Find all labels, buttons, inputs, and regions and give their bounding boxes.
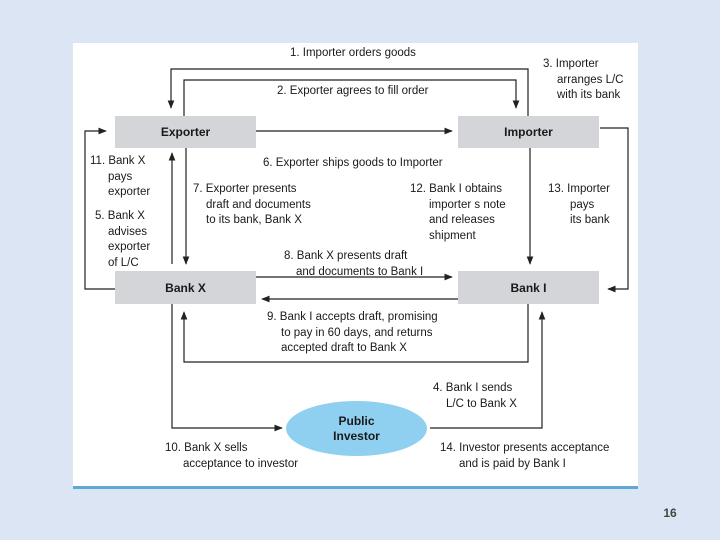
public-investor-oval: Public Investor (286, 401, 427, 456)
importer-label: Importer (504, 125, 553, 139)
step-9-label: 9. Bank I accepts draft, promising to pa… (267, 311, 438, 354)
step-13-label: 13. Importer pays its bank (548, 183, 610, 226)
bank-x-label: Bank X (165, 280, 206, 295)
step-11-label: 11. Bank X pays exporter (90, 155, 151, 198)
arrow-step-13 (600, 127, 629, 293)
importer-box: Importer (458, 116, 599, 148)
exporter-label: Exporter (160, 125, 211, 139)
investor-line-2: Investor (333, 428, 380, 443)
arrow-step-2 (183, 79, 520, 116)
arrow-step-14 (430, 311, 546, 429)
bank-i-label: Bank I (510, 280, 547, 295)
step-5-label: 5. Bank X advises exporter of L/C (95, 210, 151, 269)
investor-line-1: Public (338, 413, 375, 428)
step-6-label: 6. Exporter ships goods to Importer (263, 157, 443, 169)
step-12-label: 12. Bank I obtains importer s note and r… (410, 183, 506, 242)
step-10-label: 10. Bank X sells acceptance to investor (165, 442, 299, 470)
step-1-label: 1. Importer orders goods (290, 47, 416, 59)
panel-bottom-rule (73, 486, 638, 489)
step-2-label: 2. Exporter agrees to fill order (277, 85, 429, 97)
bank-x-box: Bank X (115, 271, 256, 304)
arrow-step-11 (84, 127, 115, 290)
step-4-label: 4. Bank I sends L/C to Bank X (433, 382, 517, 410)
exporter-box: Exporter (115, 116, 256, 148)
arrow-step-1 (167, 68, 529, 116)
page-number: 16 (663, 506, 677, 520)
arrow-step-10 (171, 304, 283, 432)
step-7-label: 7. Exporter presents draft and documents… (193, 183, 311, 226)
bank-i-box: Bank I (458, 271, 599, 304)
arrow-step-4 (180, 304, 529, 363)
step-3-label: 3. Importer arranges L/C with its bank (543, 58, 624, 101)
step-14-label: 14. Investor presents acceptance and is … (440, 442, 610, 470)
step-8-label: 8. Bank X presents draft and documents t… (284, 250, 424, 278)
